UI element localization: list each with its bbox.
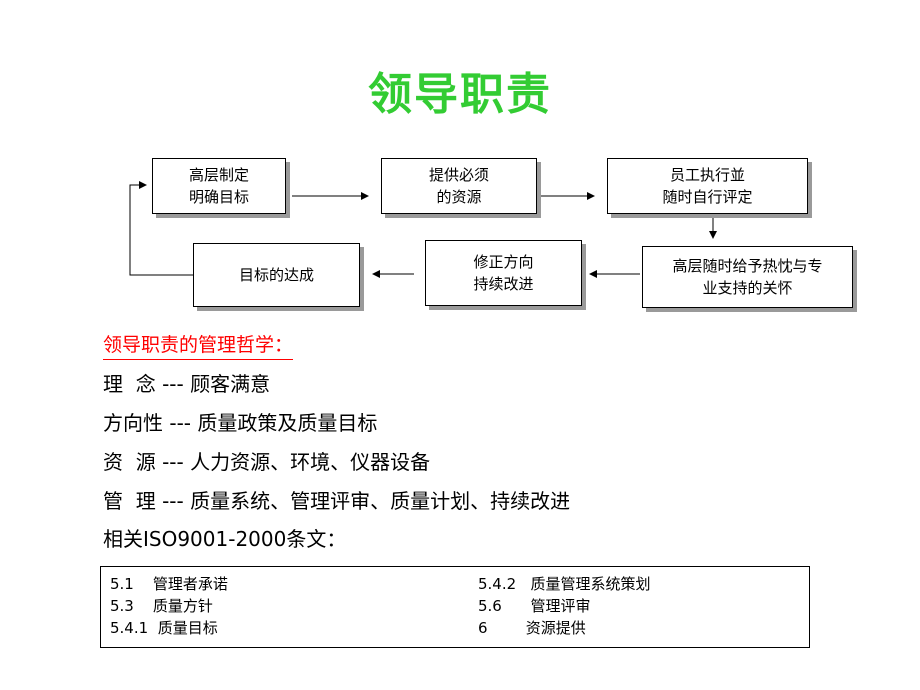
philosophy-line-resources: 资 源 --- 人力资源、环境、仪器设备 [103,450,431,474]
flow-box-provide-resources: 提供必须 的资源 [381,158,537,214]
flow-box-provide-resources-label: 提供必须 的资源 [428,166,489,206]
flow-box-improve-label: 修正方向 持续改进 [473,253,534,293]
clause-item: 6 资源提供 [478,619,586,637]
flow-box-goal-achieved-label: 目标的达成 [238,266,314,284]
flow-box-support: 高层随时给予热忱与专 业支持的关怀 [642,246,853,308]
philosophy-line-iso: 相关ISO9001-2000条文： [103,527,347,551]
flow-box-staff-execute: 员工执行並 随时自行评定 [607,158,808,214]
arrow-6-1 [129,181,193,276]
clause-item: 5.4.2 质量管理系统策划 [478,575,651,593]
clause-item: 5.6 管理评审 [478,597,591,615]
heading-underline [103,359,294,360]
philosophy-line-direction: 方向性 --- 质量政策及质量目标 [103,411,378,435]
clause-item: 5.1 管理者承诺 [110,575,228,593]
philosophy-heading-text: 领导职责的管理哲学： [103,334,294,356]
flow-box-set-goals-label: 高层制定 明确目标 [188,166,249,206]
flow-box-set-goals: 高层制定 明确目标 [152,158,286,214]
iso-clause-table: 5.1 管理者承诺 5.3 质量方针 5.4.1 质量目标 5.4.2 质量管理… [100,566,810,648]
flow-box-goal-achieved: 目标的达成 [193,243,360,307]
flow-box-support-label: 高层随时给予热忱与专 业支持的关怀 [672,257,823,297]
flow-box-improve: 修正方向 持续改进 [425,240,582,306]
philosophy-line-concept: 理 念 --- 顾客满意 [103,372,271,396]
page-title: 领导职责 [368,69,552,120]
clause-item: 5.4.1 质量目标 [110,619,218,637]
philosophy-line-management: 管 理 --- 质量系统、管理评审、质量计划、持续改进 [103,489,571,513]
flow-box-staff-execute-label: 员工执行並 随时自行评定 [662,166,753,206]
clause-item: 5.3 质量方针 [110,597,213,615]
philosophy-heading: 领导职责的管理哲学： [103,330,294,360]
